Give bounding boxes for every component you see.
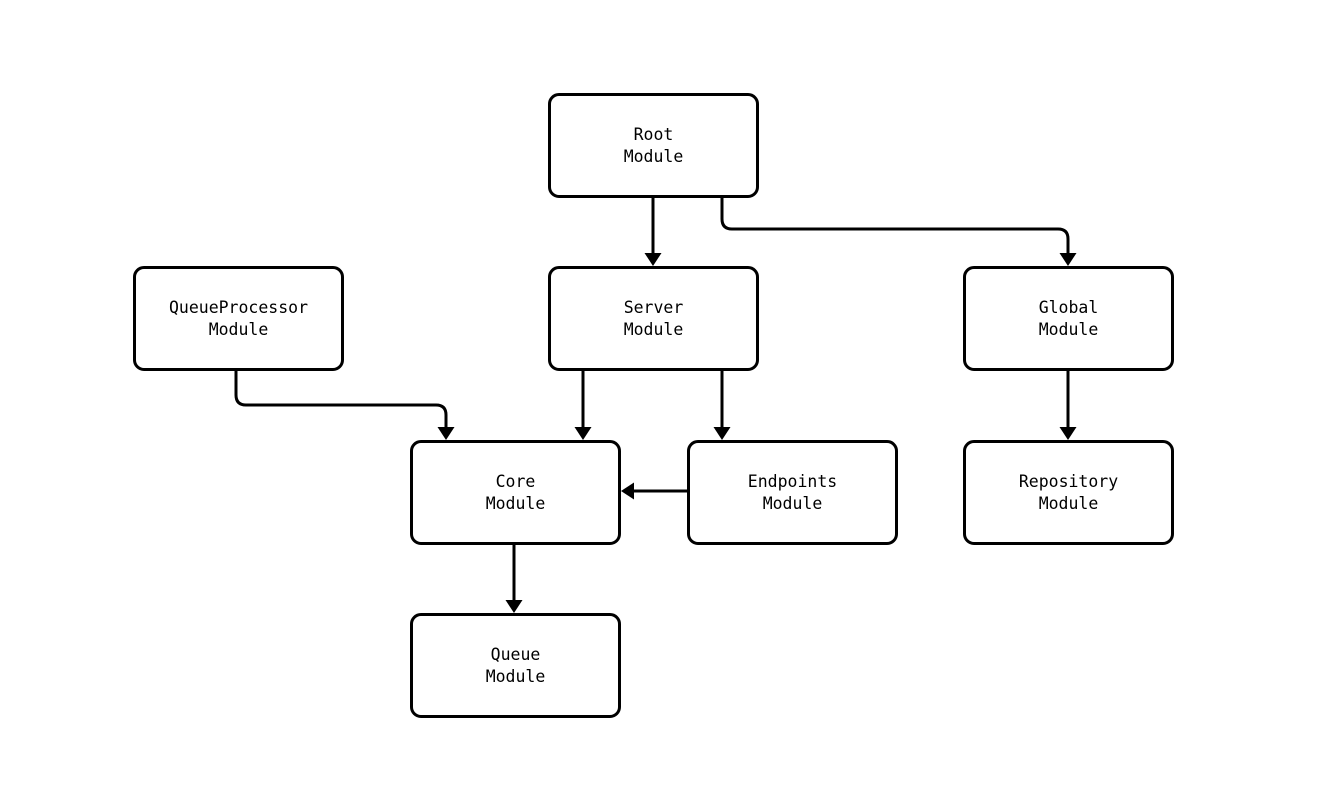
- node-label-primary: Core: [495, 471, 536, 491]
- node-label-primary: Endpoints: [747, 471, 838, 491]
- edge-server-to-core: [574, 371, 592, 440]
- node-label-secondary: Module: [762, 493, 823, 513]
- edge-root-to-server: [644, 198, 662, 266]
- arrowhead-icon: [505, 600, 523, 613]
- edge-endpoints-to-core: [621, 482, 687, 500]
- arrowhead-icon: [1059, 253, 1077, 266]
- node-label-secondary: Module: [1038, 319, 1099, 339]
- arrowhead-icon: [713, 427, 731, 440]
- node-label-primary: Repository: [1018, 471, 1119, 491]
- edge-root-to-global: [720, 198, 1077, 266]
- node-label-secondary: Module: [623, 146, 684, 166]
- connector-line: [234, 371, 448, 428]
- node-label-primary: Queue: [490, 644, 541, 664]
- node-label-secondary: Module: [485, 666, 546, 686]
- node-label-secondary: Module: [623, 319, 684, 339]
- arrowhead-icon: [644, 253, 662, 266]
- edge-global-to-repository: [1059, 371, 1077, 440]
- node-label-secondary: Module: [485, 493, 546, 513]
- node-label-secondary: Module: [1038, 493, 1099, 513]
- node-label-secondary: Module: [208, 319, 269, 339]
- arrowhead-icon: [1059, 427, 1077, 440]
- edge-core-to-queue: [505, 545, 523, 613]
- node-label-primary: Server: [623, 297, 684, 317]
- arrowhead-icon: [621, 482, 634, 500]
- edge-server-to-endpoints: [713, 371, 731, 440]
- node-label-primary: QueueProcessor: [168, 297, 309, 317]
- node-label-primary: Root: [633, 124, 674, 144]
- edge-queueprocessor-to-core: [234, 371, 455, 440]
- arrowhead-icon: [437, 427, 455, 440]
- connector-line: [720, 198, 1070, 254]
- arrowhead-icon: [574, 427, 592, 440]
- node-label-primary: Global: [1038, 297, 1099, 317]
